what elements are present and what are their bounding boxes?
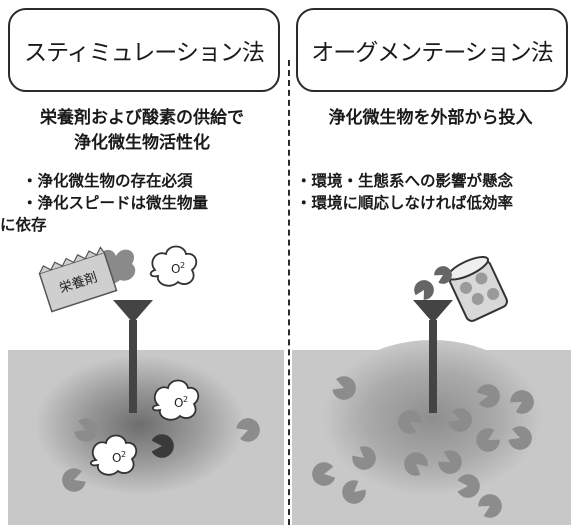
nutrient-bag — [38, 246, 136, 313]
augmentation-bullet-1: ・環境・生態系への影響が懸念 — [296, 172, 514, 190]
augmentation-panel: オーグメンテーション法 浄化微生物を外部から投入 ・環境・生態系への影響が懸念 … — [290, 0, 571, 525]
injection-funnel-left — [113, 300, 153, 413]
activity-halo-right — [322, 340, 542, 496]
oxygen-bubble-mid — [152, 379, 200, 421]
stimulation-bullet-2-cont: に依存 — [0, 216, 47, 234]
augmentation-bullet-2: ・環境に順応しなければ低効率 — [296, 194, 514, 212]
stimulation-title: スティミュレーション法 — [8, 8, 280, 92]
stimulation-panel: スティミュレーション法 栄養剤および酸素の供給で 浄化微生物活性化 ・浄化微生物… — [0, 0, 284, 525]
oxygen-bubble-bottom — [90, 434, 138, 476]
augmentation-subhead: 浄化微生物を外部から投入 — [290, 106, 571, 131]
stimulation-bullets: ・浄化微生物の存在必須 ・浄化スピードは微生物量 に依存 — [0, 170, 209, 236]
center-divider — [288, 60, 290, 525]
stimulation-subhead: 栄養剤および酸素の供給で 浄化微生物活性化 — [0, 106, 284, 156]
injection-funnel-right — [413, 300, 453, 413]
stimulation-subhead-line-2: 浄化微生物活性化 — [74, 133, 210, 153]
augmentation-title: オーグメンテーション法 — [296, 8, 568, 92]
oxygen-bubble-top — [149, 245, 198, 287]
stimulation-bullet-1: ・浄化微生物の存在必須 — [22, 172, 193, 190]
augmentation-bullets: ・環境・生態系への影響が懸念 ・環境に順応しなければ低効率 — [296, 170, 513, 214]
stimulation-bullet-2: ・浄化スピードは微生物量 — [22, 194, 209, 212]
microbe-container — [446, 255, 508, 322]
augmentation-subhead-line-1: 浄化微生物を外部から投入 — [328, 108, 533, 128]
stimulation-subhead-line-1: 栄養剤および酸素の供給で — [40, 108, 244, 128]
